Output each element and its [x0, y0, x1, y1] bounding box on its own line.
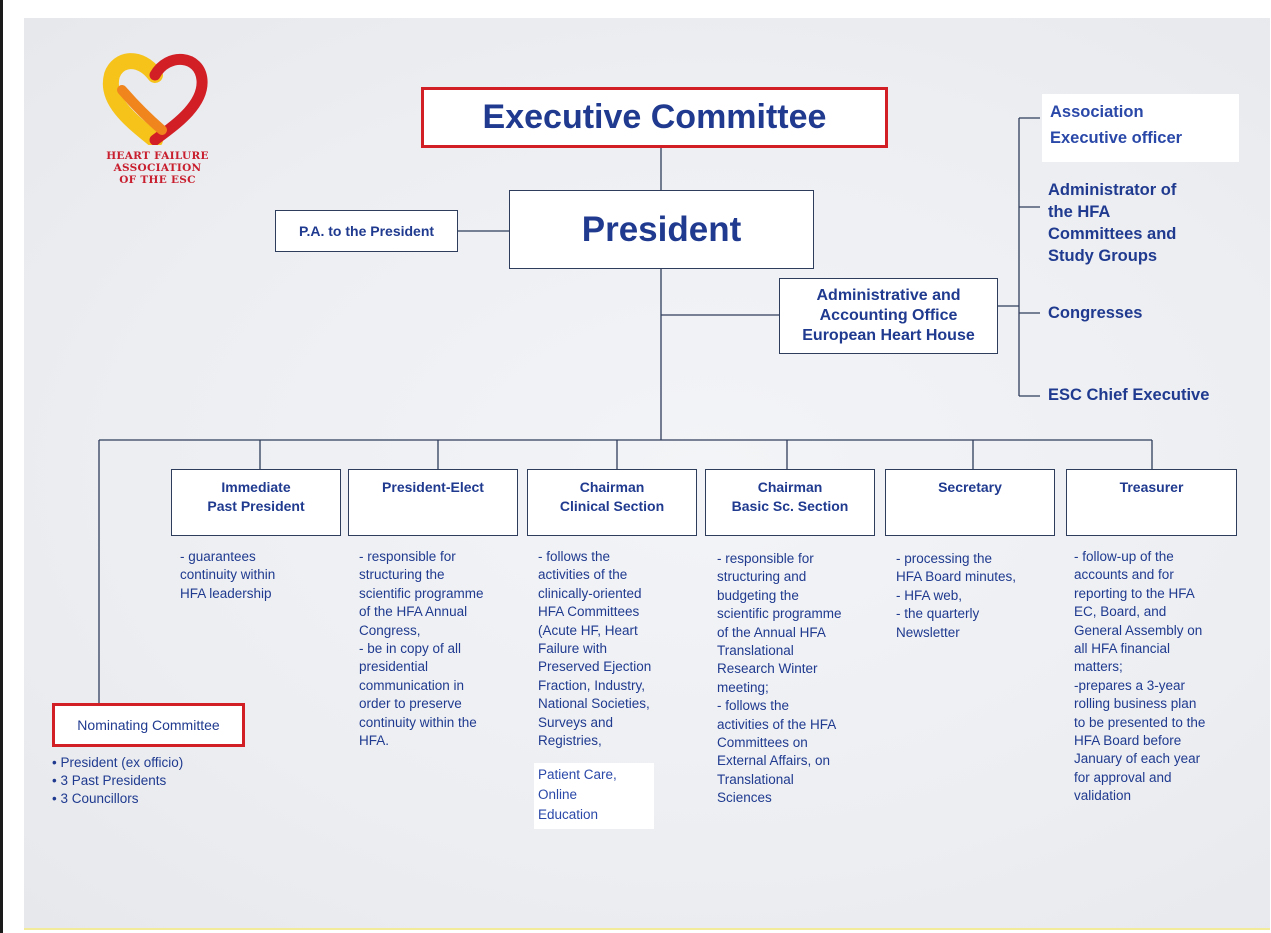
- admin-office-line-1: Administrative and: [816, 287, 961, 304]
- president-box: President: [509, 190, 814, 269]
- hfa-logo: HEART FAILURE ASSOCIATION OF THE ESC: [95, 50, 225, 200]
- position-title-secretary: Secretary: [938, 479, 1002, 495]
- nominating-members: • President (ex officio) • 3 Past Presid…: [52, 754, 252, 808]
- logo-line-1: HEART FAILURE: [106, 150, 209, 162]
- desc-treasurer: - follow-up of the accounts and for repo…: [1074, 549, 1206, 804]
- position-title-president-elect: President-Elect: [382, 479, 484, 495]
- position-box-president-elect: President-Elect: [348, 469, 518, 536]
- position-title-treasurer: Treasurer: [1119, 479, 1184, 495]
- position-box-basic-section: Chairman Basic Sc. Section: [705, 469, 875, 536]
- frame-border: [0, 0, 3, 933]
- desc-clinical-section-extra: Patient Care, Online Education: [534, 763, 654, 829]
- position-title-past-president: Immediate Past President: [207, 479, 305, 514]
- administrator-line-4: Study Groups: [1048, 247, 1158, 265]
- pa-to-president-box: P.A. to the President: [275, 210, 458, 252]
- nominating-committee-box: Nominating Committee: [52, 703, 245, 747]
- desc-basic-section: - responsible for structuring and budget…: [717, 551, 842, 806]
- pa-to-president-label: P.A. to the President: [298, 223, 435, 239]
- desc-president-elect: - responsible for structuring the scient…: [359, 549, 484, 749]
- executive-committee-label: Executive Committee: [482, 98, 827, 136]
- desc-clinical-section: - follows the activities of the clinical…: [538, 549, 652, 749]
- administrator-label: Administrator of the HFA Committees and …: [1048, 179, 1248, 267]
- nominating-committee-label: Nominating Committee: [77, 717, 220, 733]
- nominating-member-2: • 3 Past Presidents: [52, 773, 167, 788]
- position-box-treasurer: Treasurer: [1066, 469, 1237, 536]
- admin-office-line-2: Accounting Office: [819, 307, 958, 324]
- esc-chief-label: ESC Chief Executive: [1048, 386, 1210, 404]
- admin-office-line-3: European Heart House: [802, 327, 975, 344]
- administrator-line-2: the HFA: [1048, 203, 1111, 221]
- nominating-member-3: • 3 Councillors: [52, 791, 139, 806]
- association-officer-line-2: Executive officer: [1050, 129, 1183, 147]
- desc-secretary: - processing the HFA Board minutes, - HF…: [896, 551, 1017, 640]
- executive-committee-box: Executive Committee: [421, 87, 888, 148]
- nominating-member-1: • President (ex officio): [52, 755, 184, 770]
- president-label: President: [581, 209, 742, 249]
- association-officer-box: Association Executive officer: [1042, 94, 1239, 162]
- logo-line-3: OF THE ESC: [119, 174, 196, 186]
- position-box-past-president: Immediate Past President: [171, 469, 341, 536]
- logo-line-2: ASSOCIATION: [113, 162, 202, 174]
- administrator-line-1: Administrator of: [1048, 181, 1177, 199]
- position-box-secretary: Secretary: [885, 469, 1055, 536]
- position-title-basic-section: Chairman Basic Sc. Section: [731, 479, 849, 514]
- position-title-clinical-section: Chairman Clinical Section: [559, 479, 665, 514]
- association-officer-line-1: Association: [1050, 103, 1144, 121]
- position-box-clinical-section: Chairman Clinical Section: [527, 469, 697, 536]
- heart-logo-icon: [102, 53, 208, 145]
- desc-past-president: - guarantees continuity within HFA leade…: [180, 549, 276, 601]
- admin-office-box: Administrative and Accounting Office Eur…: [779, 278, 998, 354]
- administrator-line-3: Committees and: [1048, 225, 1177, 243]
- congresses-label: Congresses: [1048, 304, 1143, 322]
